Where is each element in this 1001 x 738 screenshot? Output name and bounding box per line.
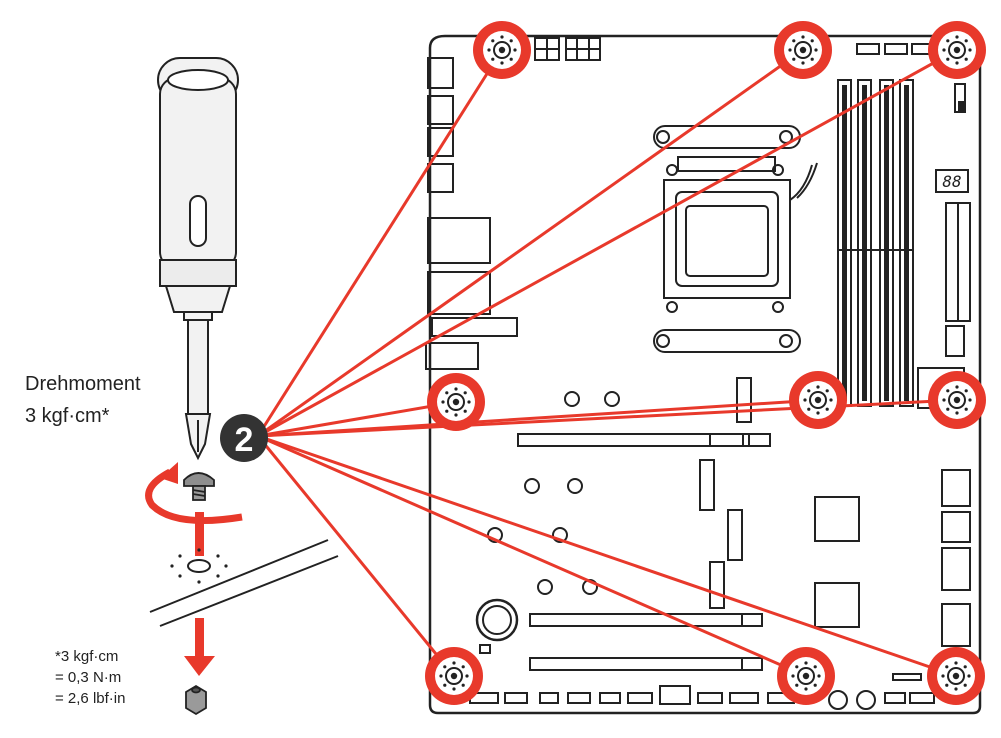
mount-holes bbox=[424, 20, 987, 706]
leader-line-3 bbox=[257, 48, 958, 438]
mount-hole-icon bbox=[426, 372, 486, 432]
step-badge: 2 bbox=[220, 414, 268, 462]
mount-hole-icon bbox=[927, 370, 987, 430]
mount-hole-icon bbox=[472, 20, 532, 80]
down-arrow-icon bbox=[184, 618, 215, 676]
torque-value: 3 kgf·cm* bbox=[25, 405, 110, 427]
mount-hole-icon bbox=[424, 646, 484, 706]
debug-code-display: 88 bbox=[942, 172, 961, 191]
mount-hole-icon bbox=[776, 646, 836, 706]
leader-line-7 bbox=[256, 435, 456, 677]
svg-text:2: 2 bbox=[235, 421, 254, 459]
torque-title: Drehmoment bbox=[25, 373, 141, 395]
rotate-arrow-icon bbox=[145, 462, 243, 525]
leader-line-9 bbox=[257, 434, 957, 678]
conversion-line-1: *3 kgf·cm bbox=[55, 648, 119, 665]
screw-icon bbox=[183, 472, 215, 501]
mount-hole-icon bbox=[788, 370, 848, 430]
mount-hole-icon bbox=[773, 20, 833, 80]
mount-hole-icon bbox=[926, 646, 986, 706]
conversion-line-2: = 0,3 N·m bbox=[55, 669, 122, 686]
leader-line-1 bbox=[256, 49, 504, 437]
leader-line-8 bbox=[257, 434, 807, 678]
standoff-icon bbox=[185, 684, 207, 716]
torque-label: Drehmoment 3 kgf·cm* bbox=[25, 368, 141, 432]
down-arrow-icon bbox=[195, 512, 204, 556]
leader-line-4 bbox=[257, 400, 457, 438]
board-hole bbox=[149, 539, 339, 627]
motherboard bbox=[425, 34, 982, 715]
screwdriver-icon bbox=[157, 57, 239, 461]
mount-hole-icon bbox=[927, 20, 987, 80]
torque-conversion-note: *3 kgf·cm = 0,3 N·m = 2,6 lbf·in bbox=[55, 646, 125, 709]
conversion-line-3: = 2,6 lbf·in bbox=[55, 690, 126, 707]
leader-line-2 bbox=[257, 48, 804, 438]
